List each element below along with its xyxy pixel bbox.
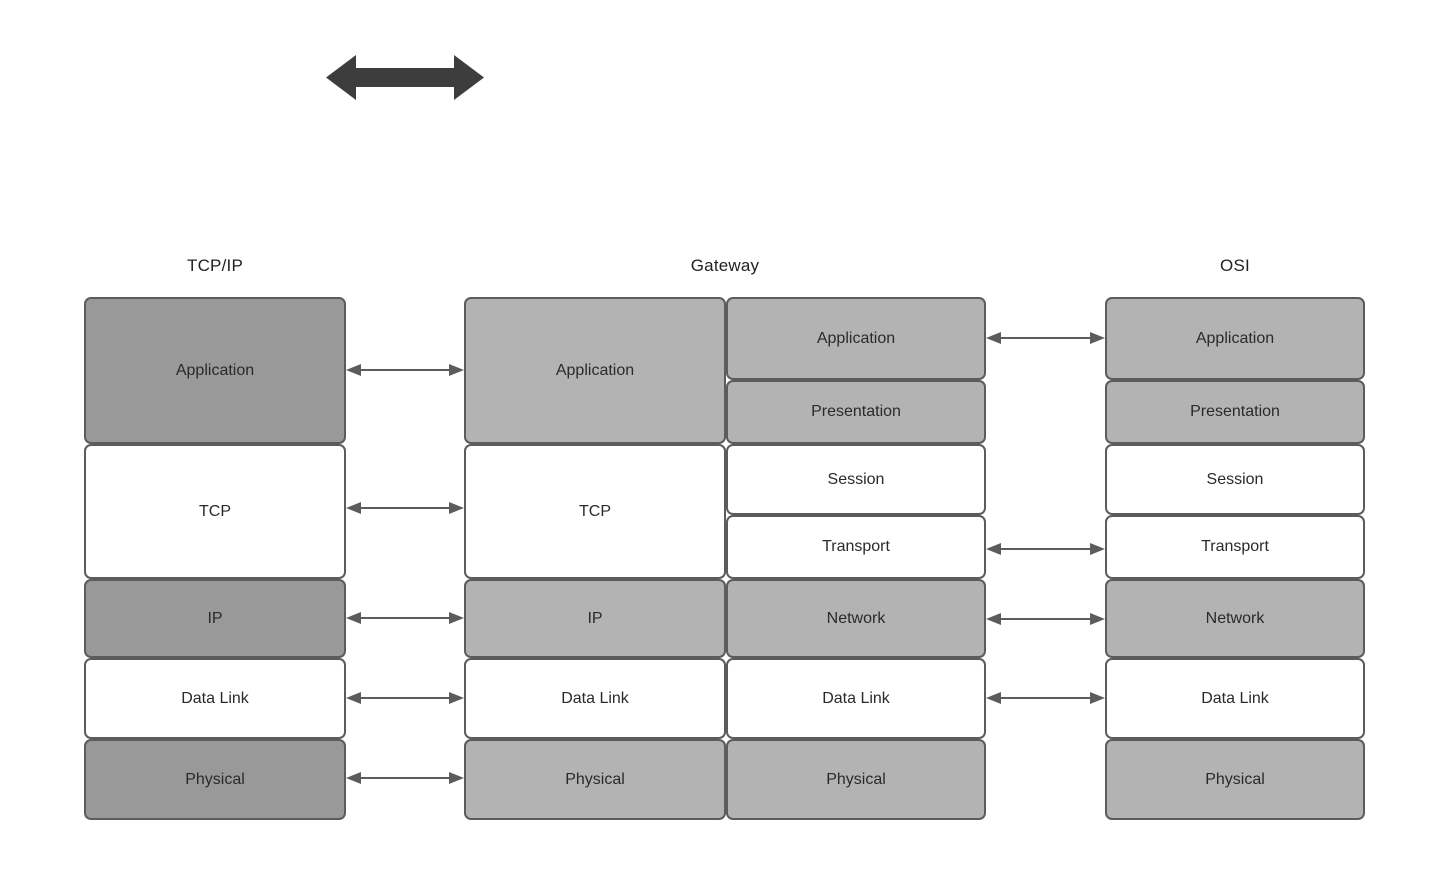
connector-arrow-tcpip-gw-datalink bbox=[346, 689, 464, 707]
layer-box-osi-data-link: Data Link bbox=[1105, 658, 1365, 739]
layer-box-gateway-right-application: Application bbox=[726, 297, 986, 380]
column-title-tcpip: TCP/IP bbox=[187, 256, 243, 275]
double-headed-arrow-icon bbox=[326, 51, 484, 104]
layer-box-tcpip-application: Application bbox=[84, 297, 346, 444]
layer-box-gateway-left-ip: IP bbox=[464, 579, 726, 658]
layer-box-tcpip-physical: Physical bbox=[84, 739, 346, 820]
connector-arrow-gw-osi-application bbox=[986, 329, 1105, 347]
layer-box-osi-application: Application bbox=[1105, 297, 1365, 380]
layer-box-tcpip-tcp: TCP bbox=[84, 444, 346, 579]
layer-box-tcpip-ip: IP bbox=[84, 579, 346, 658]
connector-arrow-tcpip-gw-physical bbox=[346, 769, 464, 787]
connector-arrow-tcpip-gw-application bbox=[346, 361, 464, 379]
connector-arrow-gw-osi-datalink bbox=[986, 689, 1105, 707]
layer-box-gateway-left-tcp: TCP bbox=[464, 444, 726, 579]
layer-box-osi-network: Network bbox=[1105, 579, 1365, 658]
connector-arrow-tcpip-gw-tcp bbox=[346, 499, 464, 517]
layer-box-gateway-right-transport: Transport bbox=[726, 515, 986, 579]
layer-box-gateway-right-data-link: Data Link bbox=[726, 658, 986, 739]
connector-arrow-tcpip-gw-ip bbox=[346, 609, 464, 627]
connector-arrow-gw-osi-transport bbox=[986, 540, 1105, 558]
layer-box-osi-physical: Physical bbox=[1105, 739, 1365, 820]
layer-box-gateway-left-application: Application bbox=[464, 297, 726, 444]
layer-box-gateway-left-physical: Physical bbox=[464, 739, 726, 820]
column-title-osi: OSI bbox=[1220, 256, 1250, 275]
layer-box-osi-transport: Transport bbox=[1105, 515, 1365, 579]
layer-box-gateway-right-network: Network bbox=[726, 579, 986, 658]
layer-box-gateway-right-presentation: Presentation bbox=[726, 380, 986, 444]
layer-box-osi-presentation: Presentation bbox=[1105, 380, 1365, 444]
layer-box-gateway-left-data-link: Data Link bbox=[464, 658, 726, 739]
connector-arrow-gw-osi-network bbox=[986, 610, 1105, 628]
layer-box-gateway-right-session: Session bbox=[726, 444, 986, 515]
column-title-gateway: Gateway bbox=[690, 256, 760, 275]
layer-box-tcpip-data-link: Data Link bbox=[84, 658, 346, 739]
layer-box-gateway-right-physical: Physical bbox=[726, 739, 986, 820]
layer-box-osi-session: Session bbox=[1105, 444, 1365, 515]
